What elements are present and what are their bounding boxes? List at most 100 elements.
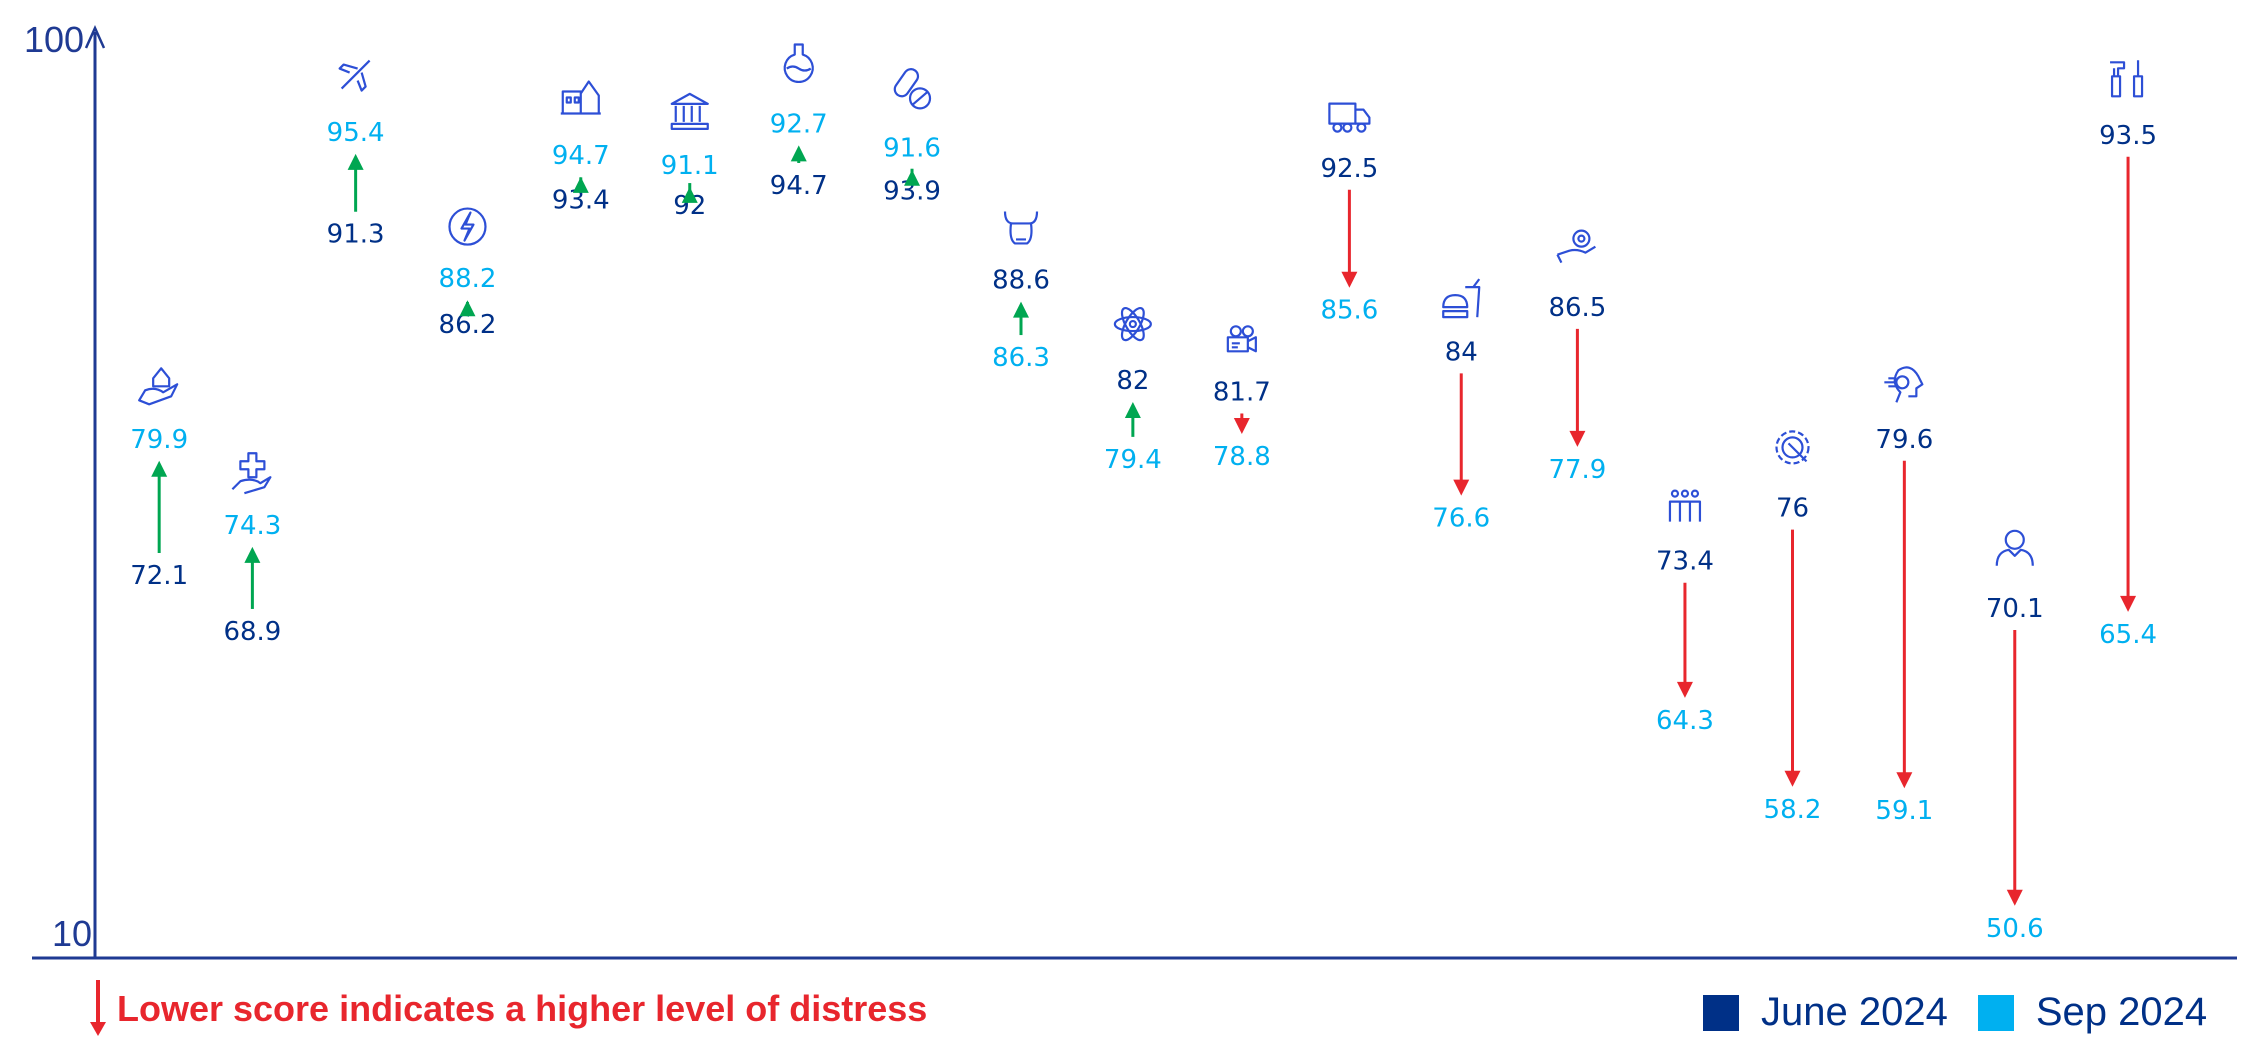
footer-note: Lower score indicates a higher level of … bbox=[117, 988, 928, 1029]
june-value-label: 84 bbox=[1445, 337, 1478, 367]
sep-value-label: 85.6 bbox=[1320, 296, 1378, 326]
june-value-label: 81.7 bbox=[1213, 377, 1271, 407]
category-airplane: 95.4 91.3 bbox=[327, 59, 385, 250]
change-arrow-down bbox=[1784, 529, 1801, 787]
legend-june-label: June 2024 bbox=[1761, 990, 1948, 1034]
truck-icon bbox=[1328, 102, 1371, 133]
category-truck: 92.5 85.6 bbox=[1320, 102, 1378, 326]
june-value-label: 91.3 bbox=[327, 220, 385, 250]
legend: June 2024 Sep 2024 bbox=[1703, 990, 2237, 1035]
change-arrow-down bbox=[1676, 582, 1693, 698]
sep-value-label: 79.9 bbox=[130, 425, 188, 455]
gear-wrench-icon bbox=[1775, 430, 1810, 465]
real-estate-icon bbox=[560, 80, 601, 115]
sep-value-label: 65.4 bbox=[2099, 620, 2157, 650]
bull-icon bbox=[1003, 211, 1039, 245]
change-arrow-down bbox=[2006, 630, 2023, 906]
sep-value-label: 77.9 bbox=[1548, 455, 1606, 485]
june-value-label: 76 bbox=[1776, 494, 1809, 524]
change-arrow-up bbox=[459, 300, 476, 317]
june-value-label: 73.4 bbox=[1656, 547, 1714, 577]
change-arrow-down bbox=[1233, 413, 1250, 435]
june-value-label: 86.5 bbox=[1548, 293, 1606, 323]
home-care-icon bbox=[138, 367, 179, 406]
ai-head-icon bbox=[1884, 366, 1924, 403]
june-value-label: 88.6 bbox=[992, 266, 1050, 296]
change-arrow-up bbox=[244, 546, 261, 609]
y-min-label: 10 bbox=[52, 913, 92, 954]
change-arrow-up bbox=[572, 176, 589, 193]
june-value-label: 70.1 bbox=[1986, 594, 2044, 624]
change-arrow-up bbox=[1124, 402, 1141, 437]
sep-value-label: 94.7 bbox=[552, 141, 610, 171]
category-pills: 91.693.9 bbox=[883, 68, 941, 207]
pills-icon bbox=[893, 68, 932, 110]
change-arrow-up bbox=[904, 168, 921, 186]
june-value-label: 94.7 bbox=[770, 171, 828, 201]
airplane-icon bbox=[338, 59, 371, 92]
sep-value-label: 88.2 bbox=[439, 264, 497, 294]
june-value-label: 93.5 bbox=[2099, 121, 2157, 151]
june-value-label: 72.1 bbox=[130, 561, 188, 591]
fast-food-icon bbox=[1442, 278, 1481, 319]
legend-june[interactable]: June 2024 bbox=[1703, 990, 1948, 1035]
legend-sep-label: Sep 2024 bbox=[2035, 990, 2208, 1034]
sep-value-label: 95.4 bbox=[327, 118, 385, 148]
june-value-label: 79.6 bbox=[1875, 425, 1933, 455]
category-healthcare-hand: 74.3 68.9 bbox=[223, 452, 281, 647]
tools-icon bbox=[2110, 60, 2144, 98]
legend-june-swatch bbox=[1703, 994, 1739, 1031]
change-arrow-down bbox=[1896, 460, 1913, 789]
healthcare-hand-icon bbox=[231, 452, 272, 495]
sep-value-label: 91.1 bbox=[661, 151, 719, 181]
y-max-label: 100 bbox=[24, 19, 84, 60]
change-arrow-up bbox=[1013, 301, 1030, 336]
bank-icon bbox=[670, 92, 709, 130]
category-tools: 93.5 65.4 bbox=[2099, 60, 2157, 650]
sep-value-label: 59.1 bbox=[1875, 796, 1933, 826]
change-arrow-up bbox=[347, 153, 364, 212]
june-value-label: 82 bbox=[1116, 366, 1149, 396]
distress-down-arrow-icon bbox=[90, 980, 106, 1036]
category-hand-gear: 86.5 77.9 bbox=[1548, 229, 1606, 485]
change-arrow-up bbox=[681, 183, 698, 203]
sep-value-label: 64.3 bbox=[1656, 706, 1714, 736]
category-real-estate: 94.793.4 bbox=[552, 80, 610, 215]
category-chemicals-flask: 92.7 94.7 bbox=[770, 43, 828, 201]
change-arrow-down bbox=[1453, 373, 1470, 496]
person-icon bbox=[1995, 529, 2034, 566]
chemicals-flask-icon bbox=[783, 43, 814, 84]
june-value-label: 68.9 bbox=[223, 617, 281, 647]
atom-icon bbox=[1113, 307, 1152, 342]
sep-value-label: 92.7 bbox=[770, 109, 828, 139]
category-atom: 82 79.4 bbox=[1104, 307, 1162, 475]
legend-sep[interactable]: Sep 2024 bbox=[1977, 990, 2208, 1035]
sep-value-label: 79.4 bbox=[1104, 445, 1162, 475]
sep-value-label: 86.3 bbox=[992, 343, 1050, 373]
category-person: 70.1 50.6 bbox=[1986, 529, 2044, 944]
category-bull: 88.6 86.3 bbox=[992, 211, 1050, 373]
sep-value-label: 50.6 bbox=[1986, 914, 2044, 944]
category-gear-wrench: 76 58.2 bbox=[1764, 430, 1822, 825]
sep-value-label: 91.6 bbox=[883, 134, 941, 164]
change-arrow-down bbox=[1341, 189, 1358, 288]
category-film-camera: 81.7 78.8 bbox=[1213, 325, 1271, 472]
category-bank: 91.192 bbox=[661, 92, 719, 221]
category-fast-food: 84 76.6 bbox=[1432, 278, 1490, 534]
sep-value-label: 74.3 bbox=[223, 511, 281, 541]
sep-value-label: 78.8 bbox=[1213, 442, 1271, 472]
people-group-icon bbox=[1668, 489, 1702, 522]
change-arrow-down bbox=[2120, 156, 2137, 612]
category-people-group: 73.4 64.3 bbox=[1656, 489, 1714, 736]
energy-icon bbox=[448, 207, 487, 246]
change-arrow-up bbox=[790, 145, 807, 163]
hand-gear-icon bbox=[1556, 229, 1596, 264]
change-arrow-down bbox=[1569, 328, 1586, 447]
category-energy: 88.286.2 bbox=[439, 207, 497, 340]
june-value-label: 92.5 bbox=[1320, 154, 1378, 184]
sep-value-label: 58.2 bbox=[1764, 795, 1822, 825]
category-home-care: 79.9 72.1 bbox=[130, 367, 188, 591]
sep-value-label: 76.6 bbox=[1432, 504, 1490, 534]
